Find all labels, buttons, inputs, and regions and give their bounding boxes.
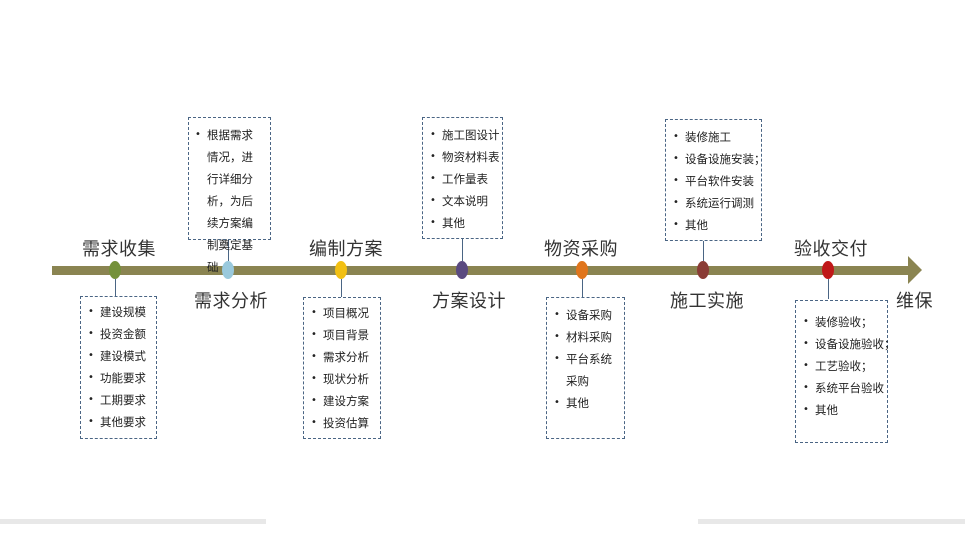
list-item: 文本说明 <box>430 190 502 212</box>
detail-box-plan-preparation: 项目概况 项目背景 需求分析 现状分析 建设方案 投资估算 <box>303 297 381 439</box>
detail-box-requirements-analysis: 根据需求情况，进行详细分析，为后续方案编制奠定基础 <box>188 117 271 274</box>
list-item: 其他 <box>430 212 502 234</box>
timeline-arrowhead <box>908 256 922 284</box>
list-item: 根据需求情况，进行详细分析，为后续方案编制奠定基础 <box>195 124 264 278</box>
list-item: 功能要求 <box>88 367 156 389</box>
list-item: 建设模式 <box>88 345 156 367</box>
list-item: 现状分析 <box>311 368 380 390</box>
list-item: 投资金额 <box>88 323 156 345</box>
stage-dot-1 <box>109 261 121 279</box>
list-item: 需求分析 <box>311 346 380 368</box>
stage-dot-5 <box>576 261 588 279</box>
connector-4 <box>462 239 463 261</box>
connector-3 <box>341 279 342 297</box>
detail-box-procurement: 设备采购 材料采购 平台系统采购 其他 <box>546 297 625 439</box>
detail-box-acceptance: 装修验收； 设备设施验收； 工艺验收； 系统平台验收 其他 <box>795 300 896 443</box>
stage-dot-4 <box>456 261 468 279</box>
list-item: 其他 <box>673 214 761 236</box>
connector-6 <box>703 241 704 261</box>
list-item: 设备设施验收； <box>803 333 896 355</box>
connector-7 <box>828 279 829 299</box>
stage-label-5: 物资采购 <box>544 239 618 260</box>
list-item: 系统平台验收 <box>803 377 887 399</box>
list-item: 建设规模 <box>88 301 156 323</box>
stage-label-1: 需求收集 <box>82 239 156 260</box>
list-item: 物资材料表 <box>430 146 502 168</box>
stage-label-4: 方案设计 <box>432 291 506 312</box>
list-item: 设备采购 <box>554 304 620 326</box>
list-item: 其他要求 <box>88 411 156 433</box>
stage-label-8: 维保 <box>896 291 933 312</box>
stage-label-3: 编制方案 <box>309 239 383 260</box>
detail-box-plan-design: 施工图设计 物资材料表 工作量表 文本说明 其他 <box>422 117 503 239</box>
list-item: 工艺验收； <box>803 355 887 377</box>
list-item: 项目概况 <box>311 302 380 324</box>
list-item: 工期要求 <box>88 389 156 411</box>
timeline-axis <box>52 266 910 275</box>
stage-dot-7 <box>822 261 834 279</box>
list-item: 其他 <box>554 392 620 414</box>
list-item: 工作量表 <box>430 168 502 190</box>
list-item: 系统运行调测 <box>673 192 761 214</box>
stage-label-6: 施工实施 <box>670 291 744 312</box>
list-item: 装修验收； <box>803 311 887 333</box>
detail-box-construction: 装修施工 设备设施安装； 平台软件安装 系统运行调测 其他 <box>665 119 766 241</box>
list-item: 设备设施安装； <box>673 148 766 170</box>
list-item: 其他 <box>803 399 887 421</box>
stage-label-7: 验收交付 <box>794 239 868 260</box>
list-item: 材料采购 <box>554 326 620 348</box>
detail-box-requirements-collection: 建设规模 投资金额 建设模式 功能要求 工期要求 其他要求 <box>80 296 157 439</box>
stage-dot-3 <box>335 261 347 279</box>
footer-rule-left <box>0 519 266 524</box>
list-item: 建设方案 <box>311 390 380 412</box>
stage-label-2: 需求分析 <box>194 291 268 312</box>
list-item: 平台系统采购 <box>554 348 620 392</box>
footer-rule-right <box>698 519 965 524</box>
list-item: 项目背景 <box>311 324 380 346</box>
list-item: 施工图设计 <box>430 124 502 146</box>
list-item: 装修施工 <box>673 126 761 148</box>
connector-1 <box>115 279 116 296</box>
connector-5 <box>582 279 583 297</box>
list-item: 投资估算 <box>311 412 380 434</box>
stage-dot-6 <box>697 261 709 279</box>
list-item: 平台软件安装 <box>673 170 761 192</box>
